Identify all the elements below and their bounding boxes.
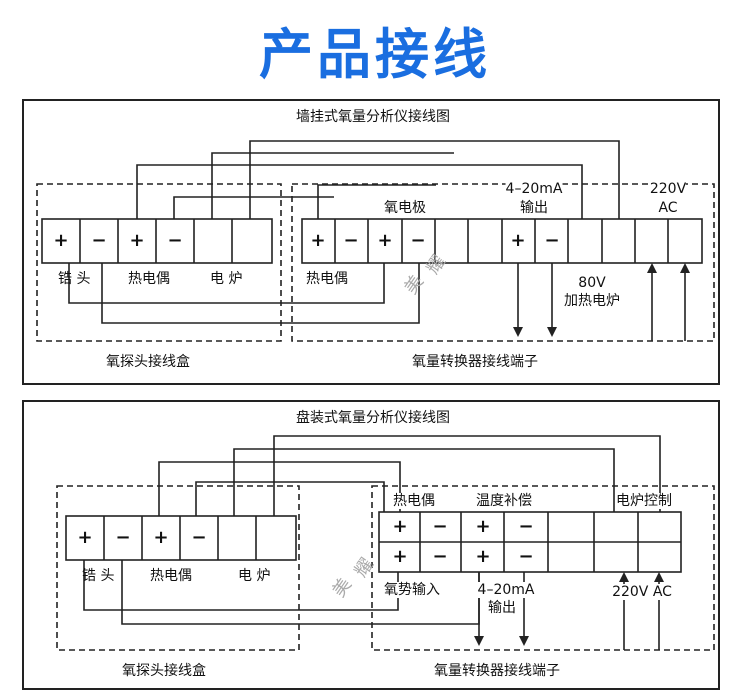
wall-wire	[68, 263, 385, 304]
panel-wire	[158, 461, 401, 516]
panel-diagram-panel: 盘装式氧量分析仪接线图 + − + − 锆 头 热电偶 电 炉 + − + − …	[22, 400, 720, 690]
heater-voltage-label: 80V	[578, 275, 606, 291]
ac-voltage-label: 220V	[649, 181, 687, 197]
thermocouple-label: 热电偶	[128, 271, 170, 287]
panel-wire	[195, 481, 385, 516]
wall-probe-box-outline	[36, 183, 282, 342]
output-arrow-icon	[513, 327, 523, 337]
converter-thermocouple-label: 热电偶	[306, 271, 348, 287]
panel-probe-strip	[65, 515, 297, 561]
zirconia-head-label: 锆 头	[82, 568, 115, 584]
probe-box-label: 氧探头接线盒	[122, 663, 206, 679]
wall-wire	[317, 184, 436, 219]
oxygen-potential-input-label: 氧势输入	[384, 582, 440, 598]
wall-probe-strip	[41, 218, 273, 264]
terminal-label: −	[518, 516, 534, 537]
terminal-label: −	[544, 230, 560, 251]
oxygen-electrode-label: 氧电极	[384, 200, 426, 216]
converter-terminal-label: 氧量转换器接线端子	[434, 663, 560, 679]
terminal-label: +	[310, 230, 326, 251]
terminal-label: +	[510, 230, 526, 251]
terminal-label: −	[432, 546, 448, 567]
terminal-label: −	[410, 230, 426, 251]
terminal-label: −	[432, 516, 448, 537]
input-arrow-icon	[619, 572, 629, 582]
terminal-label: −	[518, 546, 534, 567]
terminal-label: +	[392, 516, 408, 537]
heater-output-label: 加热电炉	[564, 293, 620, 309]
output-sub-label: 输出	[488, 600, 516, 616]
terminal-label: +	[129, 230, 145, 251]
heater-label: 电 炉	[238, 568, 271, 584]
zirconia-head-label: 锆 头	[58, 271, 91, 287]
wall-wire	[173, 196, 334, 219]
wall-converter-box-outline	[291, 183, 715, 342]
output-arrow-icon	[474, 636, 484, 646]
converter-terminal-label: 氧量转换器接线端子	[412, 354, 538, 370]
probe-box-label: 氧探头接线盒	[106, 354, 190, 370]
panel-wiring-diagram	[56, 435, 715, 651]
converter-thermocouple-label: 热电偶	[393, 493, 435, 509]
terminal-label: +	[377, 230, 393, 251]
terminal-label: +	[77, 527, 93, 548]
thermocouple-label: 热电偶	[150, 568, 192, 584]
terminal-label: −	[191, 527, 207, 548]
page-title: 产品接线	[259, 23, 491, 86]
heater-control-label: 电炉控制	[616, 493, 672, 509]
terminal-label: −	[167, 230, 183, 251]
wall-diagram-panel: 墙挂式氧量分析仪接线图 + − + − 锆 头 热电偶 电 炉 + − + − …	[22, 99, 720, 385]
panel-converter-box-outline	[371, 485, 715, 651]
panel-diagram-caption: 盘装式氧量分析仪接线图	[296, 410, 450, 426]
output-current-label: 4–20mA	[477, 582, 535, 598]
terminal-label: +	[475, 546, 491, 567]
wall-diagram-caption: 墙挂式氧量分析仪接线图	[296, 109, 450, 125]
terminal-label: −	[115, 527, 131, 548]
output-arrow-icon	[519, 636, 529, 646]
output-arrow-icon	[547, 327, 557, 337]
panel-probe-box-outline	[56, 485, 300, 651]
output-current-label: 4–20mA	[505, 181, 563, 197]
terminal-label: +	[53, 230, 69, 251]
ac-supply-label: 220V AC	[612, 584, 672, 600]
terminal-label: +	[475, 516, 491, 537]
output-sub-label: 输出	[520, 200, 548, 216]
input-arrow-icon	[680, 263, 690, 273]
terminal-label: −	[343, 230, 359, 251]
terminal-label: +	[392, 546, 408, 567]
terminal-label: +	[153, 527, 169, 548]
ac-sub-label: AC	[658, 200, 678, 216]
temperature-compensation-label: 温度补偿	[476, 493, 532, 509]
wall-wire	[101, 263, 420, 324]
wall-wiring-diagram	[36, 140, 715, 342]
wall-wire	[249, 140, 620, 219]
input-arrow-icon	[647, 263, 657, 273]
panel-wire	[273, 435, 661, 516]
panel-wire	[233, 448, 615, 516]
terminal-label: −	[91, 230, 107, 251]
input-arrow-icon	[654, 572, 664, 582]
heater-label: 电 炉	[210, 271, 243, 287]
wall-wire	[136, 164, 583, 219]
